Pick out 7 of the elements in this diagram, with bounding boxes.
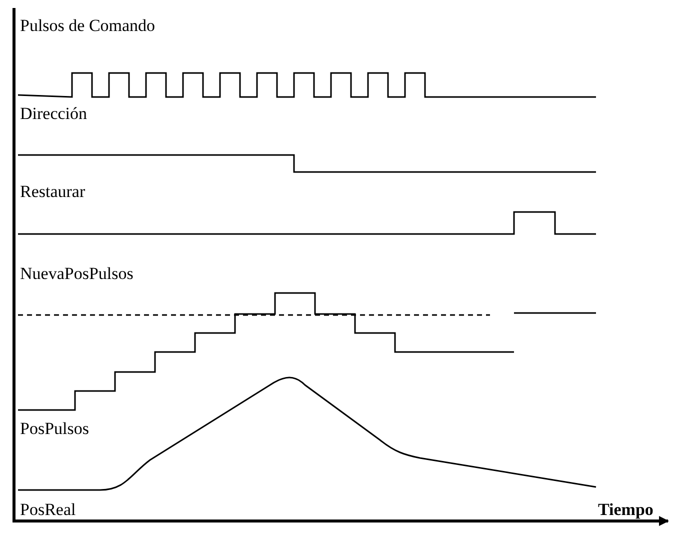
axis-label: Tiempo [598, 500, 654, 520]
signal-label: PosPulsos [20, 419, 89, 439]
signal-label: Pulsos de Comando [20, 16, 156, 36]
signal-label: PosReal [20, 500, 76, 520]
signal-label: Restaurar [20, 182, 86, 202]
signal-label: NuevaPosPulsos [20, 264, 134, 284]
signal-label: Dirección [20, 104, 88, 124]
